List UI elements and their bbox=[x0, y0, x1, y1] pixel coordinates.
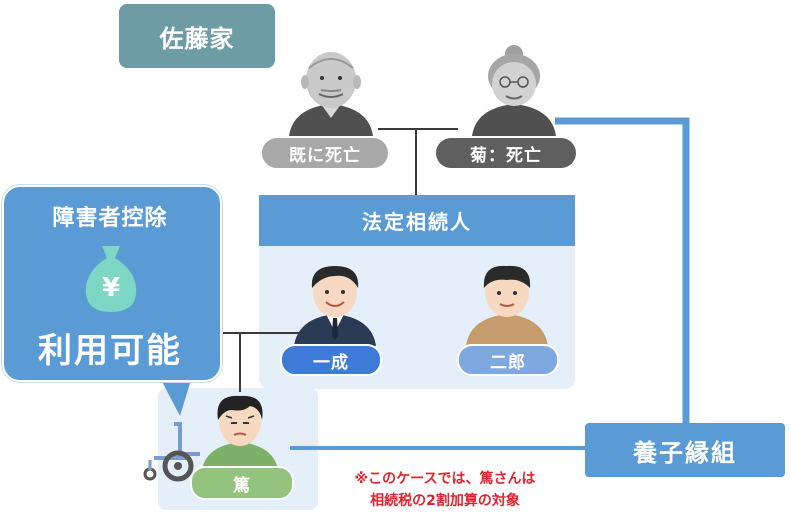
atsushi-figure bbox=[202, 395, 278, 470]
heir-jiro-tag: 二郎 bbox=[457, 344, 559, 376]
disability-bubble-title: 障害者控除 bbox=[52, 206, 168, 231]
atsushi-tag: 篤 bbox=[190, 466, 294, 500]
wheelchair-icon bbox=[143, 422, 200, 482]
surcharge-note-line2: 相続税の2割加算の対象 bbox=[370, 493, 520, 509]
grandfather-figure bbox=[289, 52, 373, 136]
adoption-line bbox=[555, 117, 690, 425]
grandfather-tag: 既に死亡 bbox=[262, 138, 388, 168]
heir-kazunari-figure bbox=[294, 266, 376, 346]
money-bag-icon: ¥ bbox=[85, 246, 137, 312]
grandmother-figure bbox=[472, 45, 556, 136]
disability-bubble bbox=[2, 185, 222, 382]
surcharge-note-line1: ※このケースでは、篤さんは bbox=[354, 471, 536, 487]
heir-kazunari-tag: 一成 bbox=[280, 344, 382, 376]
heir-jiro-figure bbox=[466, 265, 548, 346]
surcharge-note: ※このケースでは、篤さんは 相続税の2割加算の対象 bbox=[320, 468, 570, 512]
yen-symbol: ¥ bbox=[102, 273, 120, 303]
disability-bubble-main: 利用可能 bbox=[38, 331, 182, 371]
adoption-box: 養子縁組 bbox=[585, 423, 785, 477]
family-label: 佐藤家 bbox=[119, 4, 275, 68]
grandmother-tag: 菊：死亡 bbox=[436, 138, 576, 168]
heirs-header: 法定相続人 bbox=[259, 195, 575, 246]
